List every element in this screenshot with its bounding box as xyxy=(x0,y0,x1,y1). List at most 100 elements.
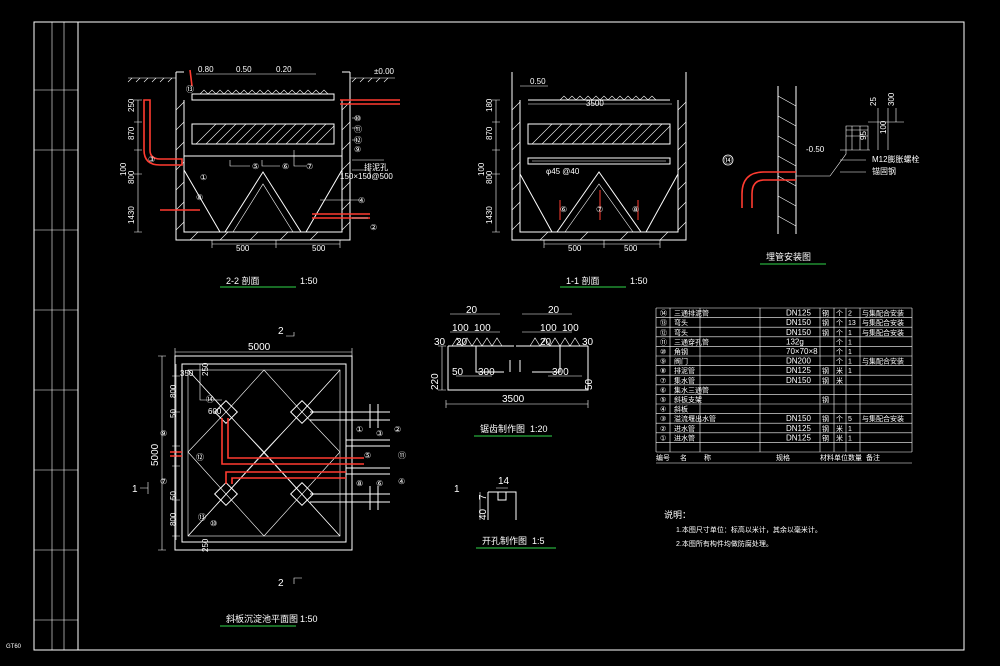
table-cell: 与集配合安装 xyxy=(862,328,904,337)
notes-heading: 说明： xyxy=(664,509,691,520)
notes-item-1: 1.本图尺寸单位：标高以米计，其余以毫米计。 xyxy=(676,525,822,534)
plan-view xyxy=(140,332,390,584)
plan-marker-left: 1 xyxy=(132,484,138,495)
table-cell: 1 xyxy=(848,349,852,356)
plan-callout-5: ⑤ xyxy=(364,451,371,460)
plan-callout-3: ③ xyxy=(376,429,383,438)
hole-detail-scale: 1:5 xyxy=(532,536,545,546)
table-cell: 弯头 xyxy=(674,328,688,337)
sec11-span: 3500 xyxy=(586,99,604,108)
sec11-dim-100: 100 xyxy=(477,162,486,176)
table-cell: ⑧ xyxy=(660,367,666,375)
table-cell: 钢 xyxy=(822,395,829,404)
table-cell: 132g xyxy=(786,337,804,346)
sec22-callout-10: ⑩ xyxy=(354,114,361,123)
saw-row3-3: 20 xyxy=(540,337,552,348)
plan-callout-13: ⑬ xyxy=(198,513,206,522)
table-cell: 1 xyxy=(848,359,852,366)
table-cell: 钢 xyxy=(822,309,829,318)
sec22-note: 150×150@500 xyxy=(340,172,393,181)
plan-callout-10: ⑩ xyxy=(210,519,217,528)
plan-callout-9: ⑨ xyxy=(160,429,167,438)
plan-width: 5000 xyxy=(248,342,271,353)
table-header-cell: 规格 xyxy=(776,453,790,462)
table-cell: 个 xyxy=(836,310,843,318)
sec11-dim-800: 800 xyxy=(485,170,494,184)
table-cell: 13 xyxy=(848,320,856,327)
saw-top-1: 20 xyxy=(466,305,478,316)
table-header-cell: 备注 xyxy=(866,453,880,462)
plan-dim-250-bottom: 250 xyxy=(201,538,210,552)
sec22-callout-13: ⑬ xyxy=(186,85,194,94)
table-cell: ⑨ xyxy=(660,358,666,366)
sec22-dim-870: 870 xyxy=(127,126,136,140)
titleblock-label: GT60 xyxy=(6,644,22,650)
table-cell: 1 xyxy=(848,368,852,375)
saw-row2-1: 100 xyxy=(452,323,469,334)
section-2-2-scale: 1:50 xyxy=(300,276,318,286)
plan-dim-50-a: 50 xyxy=(169,409,178,418)
table-cell: 个 xyxy=(836,358,843,366)
sec22-callout-2: ② xyxy=(370,223,377,232)
plan-callout-7: ⑦ xyxy=(160,477,167,486)
table-cell: 2 xyxy=(848,311,852,318)
sec11-bottom-1: 500 xyxy=(568,244,582,253)
table-cell: 个 xyxy=(836,348,843,356)
saw-mid-1: 50 xyxy=(452,367,464,378)
pipe-elev: -0.50 xyxy=(806,145,825,154)
pipe-install-detail xyxy=(722,86,904,234)
plan-marker-right: 1 xyxy=(454,484,460,495)
sec22-callout-11: ⑪ xyxy=(354,125,362,134)
sec22-dim-800: 800 xyxy=(127,170,136,184)
table-cell: 与集配合安装 xyxy=(862,318,904,327)
sec11-callout-7: ⑦ xyxy=(596,205,603,214)
sec22-bottom-2: 500 xyxy=(312,244,326,253)
table-cell: DN125 xyxy=(786,366,811,375)
table-cell: 钢 xyxy=(822,414,829,423)
table-cell: 个 xyxy=(836,329,843,337)
table-cell: DN150 xyxy=(786,376,811,385)
table-header-cell: 名 xyxy=(680,453,687,462)
plan-dim-50-b: 50 xyxy=(169,491,178,500)
table-cell: ⑭ xyxy=(660,310,667,318)
saw-row2-2: 100 xyxy=(474,323,491,334)
plan-scale: 1:50 xyxy=(300,614,318,624)
sec22-callout-3: ③ xyxy=(148,155,155,164)
hole-dim-7: 7 xyxy=(478,494,489,500)
table-cell: 集水管 xyxy=(674,376,695,385)
sec22-top-mid: 0.50 xyxy=(236,65,252,74)
pipe-dim-95: 95 xyxy=(859,131,868,140)
table-cell: 个 xyxy=(836,338,843,346)
plan-callout-4: ④ xyxy=(398,477,405,486)
table-cell: 进水管 xyxy=(674,433,695,442)
table-cell: 70×70×8 xyxy=(786,347,818,356)
pipe-dim-100: 100 xyxy=(879,120,888,134)
plan-title: 斜板沉淀池平面图 xyxy=(226,613,298,624)
table-cell: 溢流堰出水管 xyxy=(674,414,716,423)
plan-callout-12: ⑫ xyxy=(196,453,204,462)
saw-row3-4: 30 xyxy=(582,337,594,348)
table-cell: 1 xyxy=(848,339,852,346)
table-header-cell: 材料 xyxy=(820,453,834,462)
table-cell: DN125 xyxy=(786,424,811,433)
saw-mid-4: 50 xyxy=(584,378,595,390)
hole-dim-40: 40 xyxy=(478,508,489,520)
section-1-1-scale: 1:50 xyxy=(630,276,648,286)
table-header-cell: 数量 xyxy=(848,453,862,462)
table-cell: ② xyxy=(660,425,666,433)
saw-row3-2: 20 xyxy=(456,337,468,348)
section-1-1-title: 1-1 剖面 xyxy=(566,275,600,286)
sec11-dim-180: 180 xyxy=(485,98,494,112)
table-cell: 与集配合安装 xyxy=(862,357,904,366)
table-cell: 集水三通管 xyxy=(674,385,709,394)
saw-top-2: 20 xyxy=(548,305,560,316)
table-cell: 个 xyxy=(836,319,843,327)
section-1-1 xyxy=(492,72,687,248)
table-cell: 米 xyxy=(836,424,843,433)
sec11-dim-1430: 1430 xyxy=(485,206,494,224)
sec11-dim-870: 870 xyxy=(485,126,494,140)
hole-detail xyxy=(479,487,517,520)
table-cell: ⑫ xyxy=(660,329,667,337)
table-header-cell: 单位 xyxy=(834,453,848,462)
